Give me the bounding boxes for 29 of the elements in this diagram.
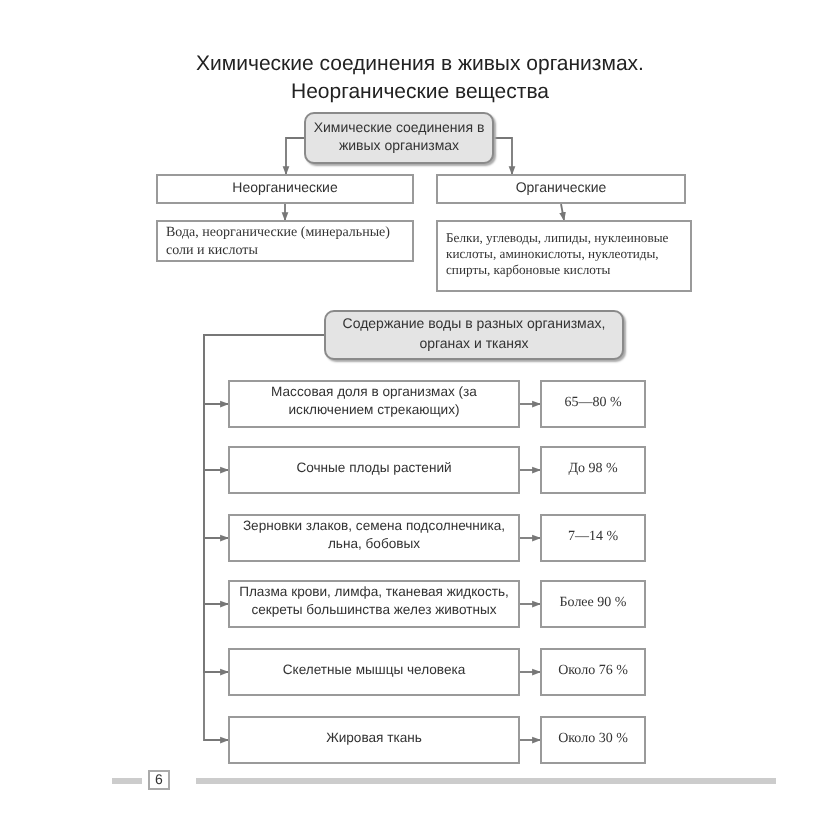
text-box [228,648,520,696]
arrow [519,668,542,676]
arrow [203,334,325,744]
heading-box [324,310,624,360]
text-box [228,716,520,764]
text-box [228,446,520,494]
text-box [540,716,646,764]
arrow [281,203,289,222]
arrow [493,137,516,176]
text-box [228,514,520,562]
arrow [519,534,542,542]
title: Химические соединения в живых организмах. Неорганические вещества [194,50,646,107]
arrow [519,466,542,474]
arrow [559,203,566,222]
text-box [156,174,414,204]
arrow [519,600,542,608]
text-box [228,380,520,428]
text-box [436,174,686,204]
arrow [282,137,305,176]
arrow [519,736,542,744]
text-box [540,446,646,494]
text-box [436,220,692,292]
text-box [228,580,520,628]
arrow [519,400,542,408]
text-box [540,514,646,562]
text-box [540,580,646,628]
text-box [540,648,646,696]
text-box [540,380,646,428]
text-box [156,220,414,262]
